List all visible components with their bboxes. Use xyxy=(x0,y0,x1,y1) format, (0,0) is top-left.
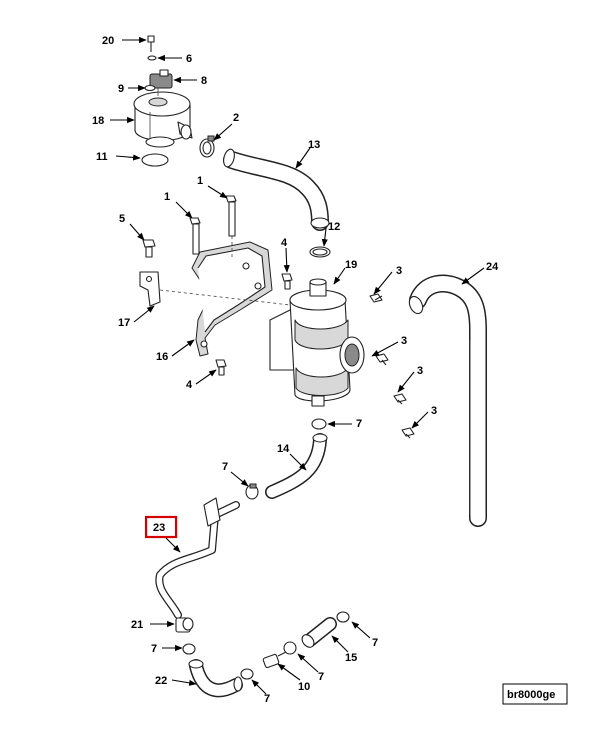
bolt-1-left[interactable] xyxy=(189,217,201,255)
callout-19: 19 xyxy=(345,259,357,271)
callout-9: 9 xyxy=(118,83,124,95)
callout-5: 5 xyxy=(119,213,125,225)
bracket-17[interactable] xyxy=(139,271,161,307)
bolt-4-lower[interactable] xyxy=(215,359,227,376)
callout-3-d: 3 xyxy=(431,405,437,417)
highlight-box-23 xyxy=(144,515,178,539)
callout-17: 17 xyxy=(118,317,130,329)
bolt-4-upper[interactable] xyxy=(281,273,293,290)
callout-7-pump: 7 xyxy=(356,418,362,430)
fitting-21[interactable] xyxy=(175,617,194,633)
callout-8: 8 xyxy=(201,75,207,87)
callout-4-upper: 4 xyxy=(281,237,288,249)
leader-lines xyxy=(110,36,485,695)
callout-18: 18 xyxy=(92,115,104,127)
figure-id-box: br8000ge xyxy=(502,683,568,705)
clamp-7-hose14[interactable] xyxy=(245,483,259,500)
housing-18[interactable] xyxy=(133,91,193,148)
bracket-16[interactable] xyxy=(191,241,273,357)
bolt-5[interactable] xyxy=(142,239,156,258)
callout-16: 16 xyxy=(156,351,168,363)
callout-2: 2 xyxy=(233,112,239,124)
bolt-1-right[interactable] xyxy=(225,195,237,237)
clamp-7-hose15[interactable] xyxy=(336,611,350,623)
callout-7-lower-left: 7 xyxy=(151,643,157,655)
callout-7-hose22: 7 xyxy=(264,693,270,705)
o-ring-9[interactable] xyxy=(144,84,156,92)
clamp-7-fitting10[interactable] xyxy=(283,641,297,655)
callout-11: 11 xyxy=(96,151,108,163)
callout-labels: 20 6 8 9 18 2 11 13 1 1 5 12 4 19 3 24 1… xyxy=(92,35,499,705)
figure-id: br8000ge xyxy=(507,689,555,701)
callout-23[interactable]: 23 xyxy=(153,522,165,534)
hose-24[interactable] xyxy=(407,274,487,527)
callout-1-right: 1 xyxy=(197,175,203,187)
clamp-7-hose22[interactable] xyxy=(240,668,254,680)
hose-15[interactable] xyxy=(300,617,337,650)
callout-7-fitting10: 7 xyxy=(318,671,324,683)
clamp-7-lower-left[interactable] xyxy=(182,643,196,655)
hose-13[interactable] xyxy=(222,148,330,231)
pump-19[interactable] xyxy=(269,278,365,407)
alignment-lines xyxy=(159,236,291,306)
sensor-8[interactable] xyxy=(149,69,173,96)
callout-4-lower: 4 xyxy=(186,379,193,391)
fitting-10[interactable] xyxy=(262,651,287,669)
callout-1-left: 1 xyxy=(164,191,170,203)
callout-20: 20 xyxy=(102,35,114,47)
tube-23[interactable] xyxy=(155,497,240,619)
callout-7-hose15: 7 xyxy=(372,637,378,649)
o-ring-11[interactable] xyxy=(141,153,169,167)
clamp-12[interactable] xyxy=(309,246,331,258)
clamp-7-pump[interactable] xyxy=(311,418,327,430)
clamp-2[interactable] xyxy=(199,135,215,158)
callout-24: 24 xyxy=(486,261,499,273)
callout-12: 12 xyxy=(328,221,340,233)
callout-3-a: 3 xyxy=(396,265,402,277)
hose-22[interactable] xyxy=(188,659,243,698)
callout-22: 22 xyxy=(155,675,167,687)
bolt-20[interactable] xyxy=(147,35,155,52)
hose-14[interactable] xyxy=(265,433,328,499)
washer-6[interactable] xyxy=(147,55,157,61)
callout-21: 21 xyxy=(131,619,143,631)
callout-13: 13 xyxy=(308,139,320,151)
callout-6: 6 xyxy=(186,53,192,65)
callout-7-hose14: 7 xyxy=(222,461,228,473)
callout-14: 14 xyxy=(277,443,290,455)
bolts-3[interactable] xyxy=(369,293,415,439)
callout-10: 10 xyxy=(298,681,310,693)
callout-3-c: 3 xyxy=(417,365,423,377)
callout-15: 15 xyxy=(345,652,357,664)
callout-3-b: 3 xyxy=(401,335,407,347)
